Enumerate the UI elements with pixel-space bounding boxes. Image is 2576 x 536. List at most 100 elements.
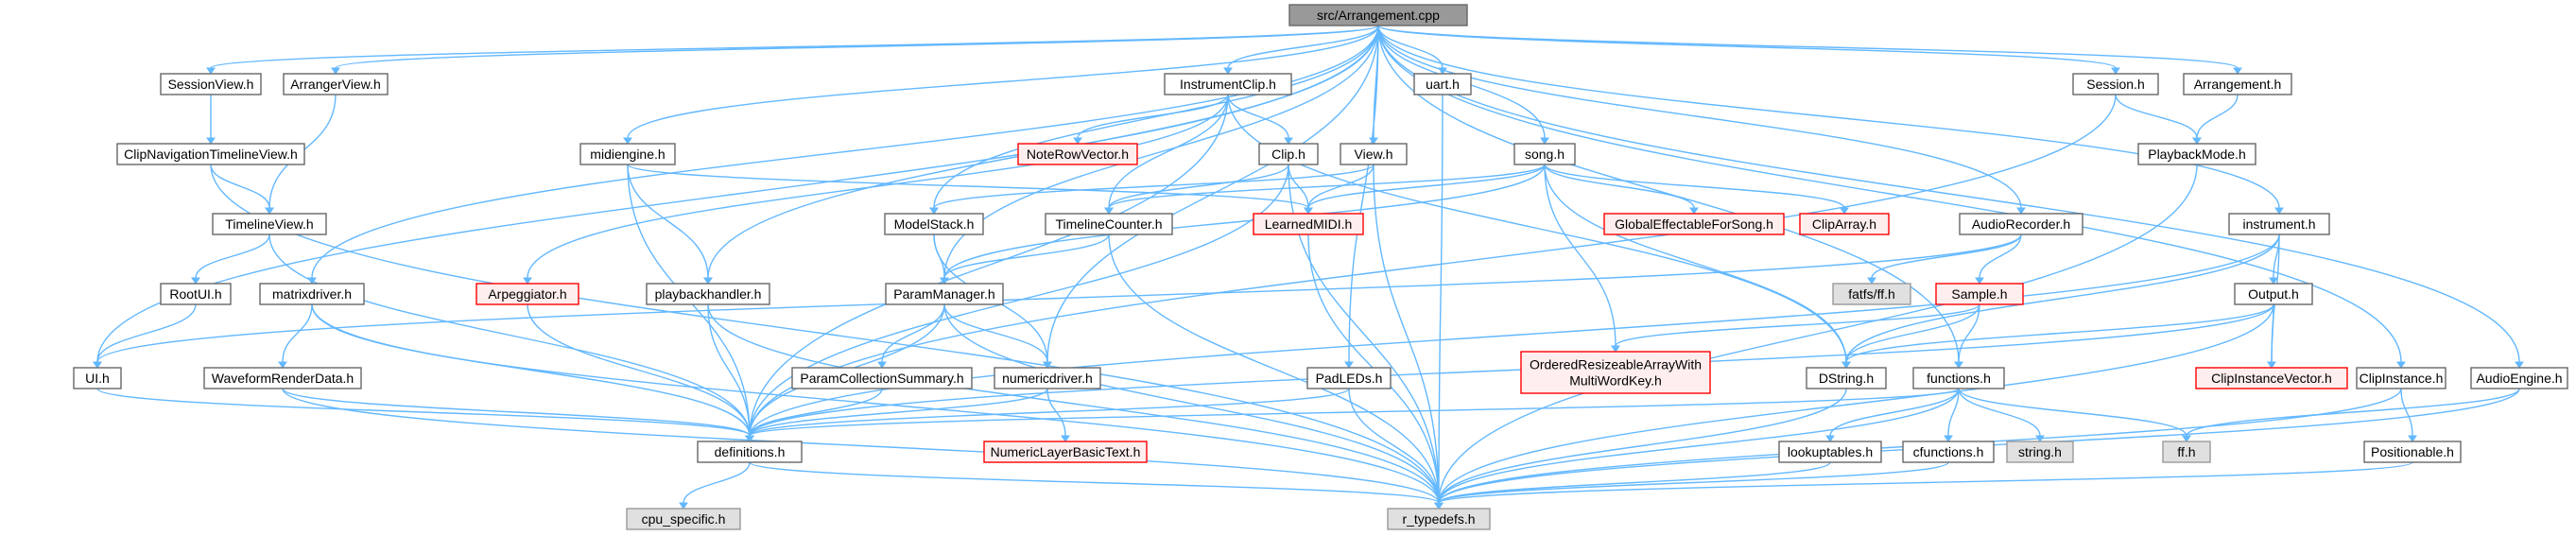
edge-line	[2186, 388, 2520, 437]
node-box	[259, 283, 365, 305]
node-box	[1799, 213, 1890, 235]
node-ff-h[interactable]: ff.h	[2162, 441, 2211, 463]
node-instrument-clip-h[interactable]: InstrumentClip.h	[1164, 73, 1292, 95]
node-box	[2356, 367, 2446, 389]
node-matrixdriver-h[interactable]: matrixdriver.h	[259, 283, 365, 305]
node-box	[160, 73, 262, 95]
node-clip-instance-vector-h[interactable]: ClipInstanceVector.h	[2195, 367, 2348, 389]
edge-line	[1377, 25, 2022, 209]
edge-arrowhead	[265, 207, 274, 215]
node-clip-navigation-timeline-view-h[interactable]: ClipNavigationTimelineView.h	[116, 143, 305, 165]
node-instrument-h[interactable]: instrument.h	[2228, 213, 2330, 235]
node-label: Positionable.h	[2371, 444, 2454, 459]
node-r-typedefs-h[interactable]: r_typedefs.h	[1387, 508, 1491, 530]
node-sample-h[interactable]: Sample.h	[1935, 283, 2024, 305]
node-box	[73, 367, 122, 389]
edge-arrowhead	[877, 361, 887, 369]
node-arpeggiator-h[interactable]: Arpeggiator.h	[475, 283, 579, 305]
node-root-ui-h[interactable]: RootUI.h	[160, 283, 232, 305]
node-ui-h[interactable]: UI.h	[73, 367, 122, 389]
node-playbackhandler-h[interactable]: playbackhandler.h	[646, 283, 770, 305]
node-session-view-h[interactable]: SessionView.h	[160, 73, 262, 95]
edge-arrowhead	[1540, 137, 1549, 145]
edge-functions-h-to-definitions-h	[745, 388, 1960, 442]
edge-line	[1438, 388, 1847, 504]
node-view-h[interactable]: View.h	[1340, 143, 1408, 165]
node-clip-instance-h[interactable]: ClipInstance.h	[2356, 367, 2446, 389]
edge-audio-recorder-h-to-fatfs-ff-h	[1867, 233, 2022, 285]
node-fatfs-ff-h[interactable]: fatfs/ff.h	[1832, 283, 1911, 305]
node-definitions-h[interactable]: definitions.h	[697, 441, 803, 463]
edge-timeline-counter-h-to-r-typedefs-h	[1108, 233, 1444, 510]
edge-arrowhead	[1689, 207, 1699, 215]
edge-line	[1307, 164, 1374, 209]
node-cpu-specific-h[interactable]: cpu_specific.h	[626, 508, 741, 530]
node-model-stack-h[interactable]: ModelStack.h	[884, 213, 984, 235]
edge-arrowhead	[2408, 435, 2417, 442]
edge-arrowhead	[929, 207, 939, 215]
node-audio-recorder-h[interactable]: AudioRecorder.h	[1959, 213, 2083, 235]
node-arrangement-h[interactable]: Arrangement.h	[2183, 73, 2292, 95]
node-dstring-h[interactable]: DString.h	[1806, 367, 1887, 389]
node-note-row-vector-h[interactable]: NoteRowVector.h	[1017, 143, 1138, 165]
node-box	[203, 367, 362, 389]
node-arrangement-cpp[interactable]: src/Arrangement.cpp	[1288, 4, 1468, 26]
edge-numericdriver-h-to-numeric-layer-basic-text-h	[1046, 388, 1070, 442]
edge-audio-engine-h-to-ff-h	[2182, 388, 2520, 442]
node-timeline-counter-h[interactable]: TimelineCounter.h	[1045, 213, 1173, 235]
node-box	[1340, 143, 1408, 165]
edge-playbackhandler-h-to-definitions-h	[707, 303, 754, 442]
node-label: Clip.h	[1271, 147, 1305, 162]
node-box	[1288, 4, 1468, 26]
node-numericdriver-h[interactable]: numericdriver.h	[994, 367, 1101, 389]
node-functions-h[interactable]: functions.h	[1912, 367, 2005, 389]
edge-line	[1227, 94, 1289, 139]
node-timeline-view-h[interactable]: TimelineView.h	[212, 213, 327, 235]
node-positionable-h[interactable]: Positionable.h	[2363, 441, 2462, 463]
edge-arrowhead	[523, 277, 532, 285]
edge-arrangement-cpp-to-session-view-h	[206, 25, 1379, 75]
edge-line	[1958, 303, 1980, 363]
node-label: PadLEDs.h	[1316, 371, 1383, 386]
edge-line	[210, 25, 1379, 69]
edge-line	[96, 233, 2022, 363]
node-clip-h[interactable]: Clip.h	[1258, 143, 1319, 165]
edge-arrowhead	[2192, 137, 2202, 145]
node-uart-h[interactable]: uart.h	[1413, 73, 1472, 95]
node-box	[1806, 367, 1887, 389]
node-box	[2072, 73, 2159, 95]
node-box	[2228, 213, 2330, 235]
node-box	[2137, 143, 2256, 165]
edge-arrowhead	[1104, 207, 1114, 215]
node-label: uart.h	[1426, 77, 1460, 92]
node-label: instrument.h	[2242, 216, 2315, 232]
node-pad-leds-h[interactable]: PadLEDs.h	[1306, 367, 1392, 389]
node-audio-engine-h[interactable]: AudioEngine.h	[2470, 367, 2568, 389]
node-learned-midi-h[interactable]: LearnedMIDI.h	[1253, 213, 1364, 235]
node-lookuptables-h[interactable]: lookuptables.h	[1778, 441, 1882, 463]
edge-line	[1871, 233, 2022, 279]
node-box	[885, 283, 1004, 305]
node-arranger-view-h[interactable]: ArrangerView.h	[283, 73, 389, 95]
node-box	[2234, 283, 2313, 305]
edge-line	[1438, 94, 1444, 504]
node-midiengine-h[interactable]: midiengine.h	[579, 143, 676, 165]
edge-line	[683, 461, 751, 504]
edge-arrangement-cpp-to-instrument-h	[1377, 25, 2284, 215]
node-string-h[interactable]: string.h	[2006, 441, 2074, 463]
node-global-effectable-for-song-h[interactable]: GlobalEffectableForSong.h	[1603, 213, 1785, 235]
node-output-h[interactable]: Output.h	[2234, 283, 2313, 305]
node-waveform-render-data-h[interactable]: WaveformRenderData.h	[203, 367, 362, 389]
node-param-manager-h[interactable]: ParamManager.h	[885, 283, 1004, 305]
node-playback-mode-h[interactable]: PlaybackMode.h	[2137, 143, 2256, 165]
node-param-collection-summary-h[interactable]: ParamCollectionSummary.h	[791, 367, 973, 389]
edge-definitions-h-to-cpu-specific-h	[679, 461, 751, 510]
node-clip-array-h[interactable]: ClipArray.h	[1799, 213, 1890, 235]
node-cfunctions-h[interactable]: cfunctions.h	[1902, 441, 1995, 463]
node-numeric-layer-basic-text-h[interactable]: NumericLayerBasicText.h	[983, 441, 1148, 463]
edge-arrowhead	[331, 67, 340, 75]
node-session-h[interactable]: Session.h	[2072, 73, 2159, 95]
node-song-h[interactable]: song.h	[1513, 143, 1576, 165]
